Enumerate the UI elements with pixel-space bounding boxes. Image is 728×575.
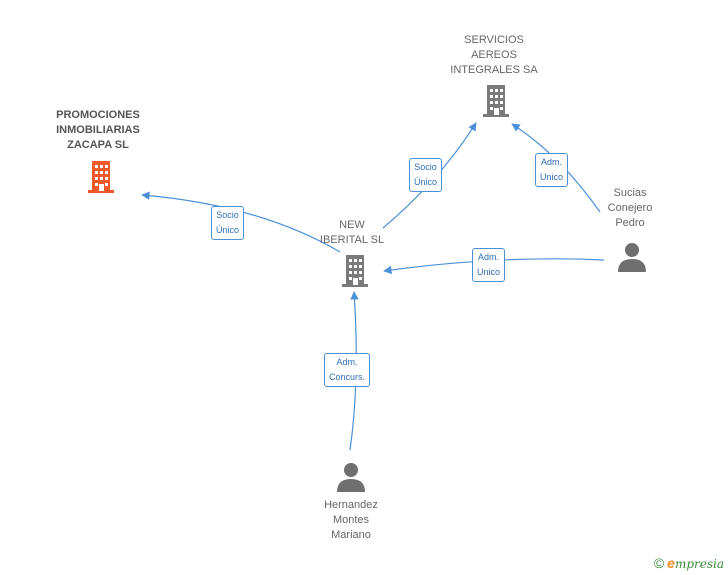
node-label-line: INTEGRALES SA (450, 64, 538, 76)
node-label-line: Mariano (331, 529, 371, 541)
edge-label-line: Único (216, 225, 240, 235)
node-label-promociones[interactable]: PROMOCIONES INMOBILIARIAS ZACAPA SL (43, 108, 153, 153)
brand-first-letter: e (667, 555, 675, 571)
node-label-line: Pedro (615, 217, 645, 229)
edge-label-line: Concurs. (329, 372, 366, 382)
node-label-line: PROMOCIONES (56, 109, 140, 121)
edge-label-line: Único (414, 177, 438, 187)
person-icon[interactable] (336, 461, 366, 493)
edge-new-to-promociones (141, 191, 341, 253)
edge-label-new-to-promociones[interactable]: Socio Único (211, 206, 245, 240)
edge-label-line: Adm. (478, 252, 500, 262)
brand-name-rest: mpresia (674, 557, 724, 571)
edge-label-sucias-to-servicios[interactable]: Adm. Unico (535, 153, 569, 187)
node-label-sucias[interactable]: Sucias Conejero Pedro (594, 186, 666, 231)
edge-label-line: Socio (414, 162, 437, 172)
edge-label-line: Adm. (541, 157, 563, 167)
node-label-line: AEREOS (471, 49, 517, 61)
copyright-symbol: © (653, 555, 665, 571)
node-label-line: IBERITAL SL (319, 234, 385, 246)
node-label-line: Conejero (607, 202, 653, 214)
node-label-line: ZACAPA SL (67, 139, 129, 151)
node-label-line: INMOBILIARIAS (56, 124, 140, 136)
edge-label-line: Unico (477, 267, 501, 277)
edge-label-line: Adm. (336, 357, 358, 367)
edge-label-line: Unico (540, 172, 564, 182)
node-label-line: Hernandez (324, 499, 378, 511)
node-label-line: NEW (339, 219, 365, 231)
node-label-line: Sucias (613, 187, 647, 199)
edge-label-new-to-servicios[interactable]: Socio Único (409, 158, 443, 192)
node-label-line: Montes (332, 514, 370, 526)
edge-label-line: Socio (216, 210, 239, 220)
node-label-hernandez[interactable]: Hernandez Montes Mariano (309, 498, 393, 543)
node-label-line: SERVICIOS (464, 34, 524, 46)
node-label-new-iberital[interactable]: NEW IBERITAL SL (312, 218, 392, 248)
building-icon[interactable] (84, 159, 118, 195)
edge-label-hernandez-to-new[interactable]: Adm. Concurs. (324, 353, 371, 387)
node-label-servicios[interactable]: SERVICIOS AEREOS INTEGRALES SA (444, 33, 544, 78)
edge-label-sucias-to-new[interactable]: Adm. Unico (472, 248, 506, 282)
person-icon[interactable] (617, 241, 647, 273)
brand-logo[interactable]: ©empresia (654, 555, 724, 571)
building-icon[interactable] (479, 83, 513, 119)
building-icon[interactable] (338, 253, 372, 289)
